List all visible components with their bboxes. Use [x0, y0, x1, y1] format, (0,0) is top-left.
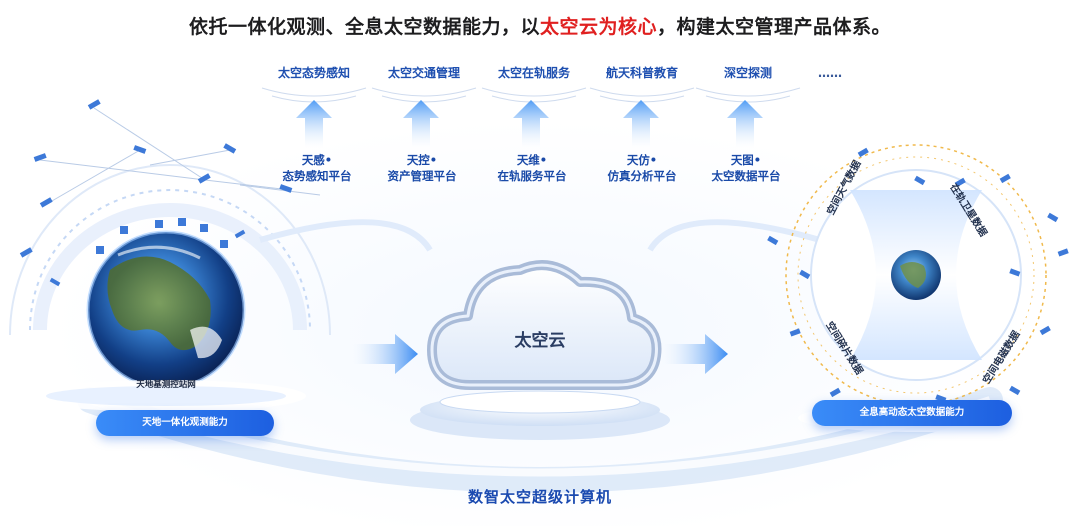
platform-in-orbit-service: 天维• 在轨服务平台 — [477, 152, 587, 184]
platform-name: 天维• — [516, 153, 548, 167]
headline-highlight: 太空云为核心 — [539, 16, 657, 38]
space-cloud-label: 太空云 — [514, 331, 566, 351]
platform-desc: 资产管理平台 — [387, 169, 457, 183]
product-space-situational-awareness: 太空态势感知 — [277, 66, 350, 80]
headline-prefix: 依托一体化观测、全息太空数据能力，以 — [188, 16, 540, 38]
platform-desc: 态势感知平台 — [282, 169, 352, 183]
platform-name: 天仿• — [626, 153, 658, 167]
product-in-orbit-service: 太空在轨服务 — [497, 66, 570, 80]
platform-asset-management: 天控• 资产管理平台 — [367, 152, 477, 184]
product-space-traffic-management: 太空交通管理 — [387, 66, 460, 80]
holographic-data-capability-button[interactable]: 全息高动态太空数据能力 — [812, 400, 1012, 426]
headline-suffix: ，构建太空管理产品体系。 — [657, 16, 892, 38]
platform-space-data: 天图• 太空数据平台 — [691, 152, 801, 184]
integrated-observation-capability-button[interactable]: 天地一体化观测能力 — [96, 410, 274, 436]
supercomputer-label: 数智太空超级计算机 — [467, 488, 612, 506]
platform-desc: 太空数据平台 — [711, 169, 781, 183]
platform-name: 天控• — [406, 153, 438, 167]
product-aerospace-education: 航天科普教育 — [605, 66, 678, 80]
headline: 依托一体化观测、全息太空数据能力，以太空云为核心，构建太空管理产品体系。 — [0, 12, 1080, 39]
platform-name: 天感• — [301, 153, 333, 167]
platform-simulation-analysis: 天仿• 仿真分析平台 — [587, 152, 697, 184]
ground-station-network-label: 天地基测控站网 — [136, 380, 196, 390]
platform-situational-awareness: 天感• 态势感知平台 — [262, 152, 372, 184]
platform-name: 天图• — [730, 153, 762, 167]
platform-desc: 在轨服务平台 — [497, 169, 567, 183]
product-deep-space-exploration: 深空探测 — [723, 66, 772, 80]
platform-desc: 仿真分析平台 — [607, 169, 677, 183]
product-more-ellipsis: …… — [818, 66, 842, 80]
